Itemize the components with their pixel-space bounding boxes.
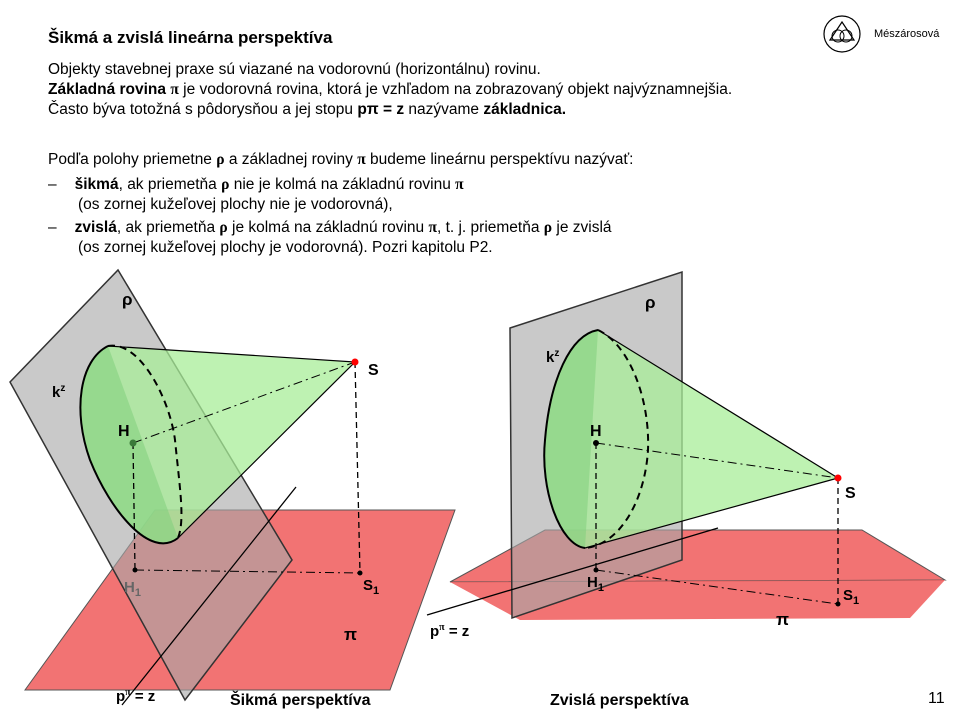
left-s-projector bbox=[354, 361, 361, 574]
left-label-s: S bbox=[368, 362, 379, 379]
right-label-s: S bbox=[845, 485, 856, 502]
classification-item-oblique-note: (os zornej kužeľovej plochy nie je vodor… bbox=[78, 196, 393, 213]
classification-item-vertical: –zvislá, ak priemetňa ρ je kolmá na zákl… bbox=[48, 219, 612, 236]
left-diagram: ρ kz H S H1 S1 π pπ = z Šikmá perspektív… bbox=[9, 268, 456, 709]
right-diagram: ρ kz H S H1 S1 π pπ = z Zvislá perspektí… bbox=[426, 270, 947, 709]
left-cone-base-hidden bbox=[107, 344, 183, 539]
left-h-projector bbox=[132, 442, 136, 571]
page-title: Šikmá a zvislá lineárna perspektíva bbox=[48, 28, 333, 47]
intro-line-2: Základná rovina π je vodorovná rovina, k… bbox=[48, 81, 733, 98]
classification-item-oblique: –šikmá, ak priemetňa ρ nie je kolmá na z… bbox=[48, 176, 464, 193]
left-label-rho: ρ bbox=[122, 290, 133, 309]
left-trace-line bbox=[121, 486, 297, 706]
right-cone-base-hidden bbox=[584, 329, 650, 549]
left-point-h bbox=[129, 439, 137, 447]
classification-intro: Podľa polohy priemetne ρ a základnej rov… bbox=[48, 151, 634, 168]
right-point-s bbox=[834, 474, 842, 482]
right-label-pi: π bbox=[776, 610, 789, 629]
left-cone-axis bbox=[132, 361, 356, 444]
intro-line-1: Objekty stavebnej praxe sú viazané na vo… bbox=[48, 61, 541, 78]
right-ground-axis bbox=[595, 569, 839, 605]
right-label-trace: pπ = z bbox=[430, 622, 469, 640]
left-label-trace: pπ = z bbox=[116, 687, 155, 705]
left-label-h: H bbox=[118, 423, 130, 440]
left-label-pi: π bbox=[344, 625, 357, 644]
right-trace-line bbox=[426, 527, 719, 616]
right-cone-base-front bbox=[543, 329, 599, 549]
right-label-s1: S1 bbox=[843, 587, 859, 607]
right-point-h bbox=[593, 440, 599, 446]
left-label-k: kz bbox=[52, 383, 65, 401]
right-label-h1: H1 bbox=[587, 574, 604, 594]
right-label-rho: ρ bbox=[645, 293, 656, 312]
left-cone-base-front bbox=[79, 345, 179, 545]
author-logo-icon bbox=[823, 15, 861, 53]
left-caption: Šikmá perspektíva bbox=[230, 690, 371, 709]
right-caption: Zvislá perspektíva bbox=[550, 692, 689, 709]
left-label-s1: S1 bbox=[363, 577, 379, 597]
intro-line-3: Často býva totožná s pôdorysňou a jej st… bbox=[48, 101, 567, 118]
left-point-s1 bbox=[357, 570, 363, 576]
right-cone-axis bbox=[595, 442, 839, 479]
author-name: Mészárosová bbox=[874, 28, 940, 40]
left-label-h1: H1 bbox=[124, 579, 141, 599]
right-label-k: kz bbox=[546, 348, 559, 366]
right-point-s1 bbox=[835, 601, 841, 607]
right-point-h1 bbox=[593, 567, 599, 573]
left-point-s bbox=[351, 358, 359, 366]
right-label-h: H bbox=[590, 423, 602, 440]
page-number: 11 bbox=[928, 690, 945, 707]
classification-item-vertical-note: (os zornej kužeľovej plochy je vodorovná… bbox=[78, 239, 493, 256]
left-point-h1 bbox=[132, 567, 138, 573]
